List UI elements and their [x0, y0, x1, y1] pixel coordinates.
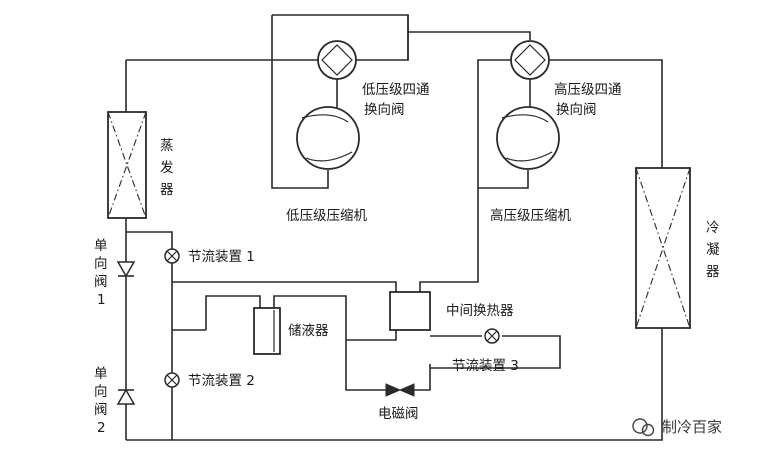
solenoid-valve-icon [385, 383, 415, 397]
low-compressor-icon [296, 106, 360, 170]
check-valve-1-label-char-3: 阀 [94, 274, 108, 290]
watermark: 制冷百家 [632, 418, 722, 437]
high-valve-label-line1: 高压级四通 [554, 81, 622, 98]
check-valve-2-label-char-2: 向 [94, 384, 108, 400]
solenoid-valve-label: 电磁阀 [378, 406, 419, 422]
throttle-1-icon [164, 248, 180, 264]
watermark-text: 制冷百家 [662, 418, 722, 436]
high-compressor-icon [496, 106, 560, 170]
low-valve-label-line2: 换向阀 [364, 102, 405, 118]
intermediate-heat-exchanger [389, 291, 431, 331]
high-compressor-label: 高压级压缩机 [490, 207, 571, 224]
evaporator-label-char-1: 蒸 [160, 138, 174, 154]
evaporator-label-char-2: 发 [160, 160, 174, 176]
low-valve-label-line1: 低压级四通 [362, 82, 430, 98]
throttle-2-label: 节流装置 2 [188, 373, 255, 389]
throttle-3-icon [484, 328, 500, 344]
check-valve-2-label-char-3: 阀 [94, 402, 108, 418]
check-valve-2-label-char-1: 单 [94, 366, 108, 382]
condenser-label-char-1: 冷 [706, 220, 720, 236]
throttle-3-label: 节流装置 3 [452, 358, 519, 374]
check-valve-2-label-char-4: 2 [97, 420, 106, 436]
low-four-way-valve-icon [317, 40, 357, 80]
high-four-way-valve-icon [510, 40, 550, 80]
condenser-label-char-3: 器 [706, 264, 720, 280]
receiver-label: 储液器 [288, 323, 329, 339]
condenser [635, 167, 691, 329]
check-valve-1-icon [116, 261, 136, 278]
check-valve-1-label-char-1: 单 [94, 238, 108, 254]
low-compressor-label: 低压级压缩机 [286, 208, 367, 224]
evaporator [107, 111, 147, 219]
check-valve-1-label-char-2: 向 [94, 256, 108, 272]
receiver [253, 307, 281, 355]
intermediate-hx-label: 中间换热器 [446, 303, 514, 319]
condenser-label-char-2: 凝 [706, 242, 720, 258]
high-valve-label-line2: 换向阀 [556, 102, 597, 118]
check-valve-1-label-char-4: 1 [97, 292, 106, 308]
piping [125, 14, 663, 441]
throttle-1-label: 节流装置 1 [188, 249, 255, 265]
throttle-2-icon [164, 372, 180, 388]
evaporator-label-char-3: 器 [160, 182, 174, 198]
wechat-icon [632, 418, 655, 437]
check-valve-2-icon [116, 388, 136, 405]
